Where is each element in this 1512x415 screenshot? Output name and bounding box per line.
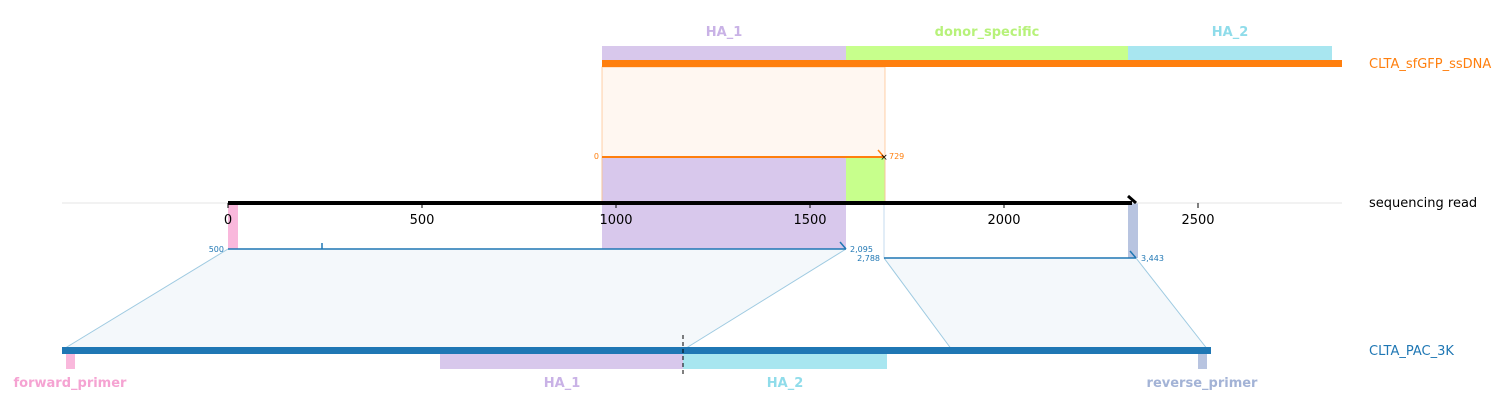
reference-feature-label-ha2: HA_2 — [767, 376, 804, 391]
reference-track-label: CLTA_PAC_3K — [1369, 344, 1454, 359]
reference-alignment-start-label: 2,788 — [857, 254, 880, 263]
reference-feature-label-forward-primer: forward_primer — [14, 376, 128, 391]
reference-alignment-2: 2,788 3,443 — [857, 250, 1164, 263]
donor-alignment-start-label: 0 — [594, 152, 599, 161]
reverse-primer-projection — [1128, 203, 1138, 258]
reference-alignment-end-label: 2,095 — [850, 245, 873, 254]
reference-alignment-end-label: 3,443 — [1141, 254, 1164, 263]
donor-alignment-end-marker: × — [880, 153, 888, 163]
reference-feature-label-ha1: HA_1 — [544, 376, 581, 391]
donor-feature-label-ha2: HA_2 — [1212, 25, 1249, 40]
forward-primer-projection — [228, 203, 238, 249]
projection-edge — [1135, 257, 1209, 351]
reference-alignment-projection-1 — [62, 249, 846, 350]
axis-tick-label: 1500 — [793, 213, 826, 228]
donor-feature-label-ha1: HA_1 — [706, 25, 743, 40]
axis-tick-label: 500 — [410, 213, 435, 228]
axis-tick-label: 0 — [224, 213, 232, 228]
reference-alignment-arrowhead — [839, 241, 847, 250]
reference-alignment-arrowhead — [1129, 250, 1137, 259]
donor-specific-projection — [846, 157, 885, 203]
projection-edge — [61, 248, 229, 351]
axis-tick-label: 2000 — [987, 213, 1020, 228]
reference-feature-ha1 — [440, 354, 683, 369]
axis-tick-label: 2500 — [1181, 213, 1214, 228]
donor-alignment-end-label: 729 — [889, 152, 904, 161]
donor-track: HA_1 donor_specific HA_2 CLTA_sfGFP_ssDN… — [602, 25, 1491, 72]
reference-alignment-1: 500 2,095 — [209, 241, 873, 254]
reference-feature-ha2 — [683, 354, 887, 369]
read-track: 0 500 1000 1500 2000 2500 sequencing rea… — [224, 194, 1477, 228]
donor-track-label: CLTA_sfGFP_ssDNA — [1369, 57, 1491, 72]
reference-feature-reverse-primer — [1198, 354, 1207, 369]
donor-ha1-projection — [602, 157, 846, 203]
donor-feature-label-donor-specific: donor_specific — [935, 25, 1040, 40]
reference-track: forward_primer HA_1 HA_2 reverse_primer … — [14, 335, 1454, 391]
donor-track-line — [602, 60, 1342, 67]
donor-feature-ha2 — [1128, 46, 1332, 61]
projection-edge — [682, 248, 847, 351]
read-arrowhead — [1127, 194, 1137, 205]
reference-ha1-projection — [602, 203, 846, 249]
donor-alignment: × 0 729 — [594, 149, 904, 163]
reference-track-line — [62, 347, 1211, 354]
donor-alignment-arrowhead — [877, 149, 885, 158]
reference-feature-forward-primer — [66, 354, 75, 369]
read-axis-ticks: 0 500 1000 1500 2000 2500 — [224, 203, 1215, 228]
projection-edge — [883, 257, 953, 351]
donor-alignment-projection — [601, 66, 886, 158]
reference-alignment-projection-2 — [884, 258, 1208, 350]
axis-tick-label: 1000 — [599, 213, 632, 228]
read-track-label: sequencing read — [1369, 196, 1477, 211]
reference-alignment-start-label: 500 — [209, 245, 224, 254]
reference-feature-label-reverse-primer: reverse_primer — [1147, 376, 1259, 391]
donor-feature-ha1 — [602, 46, 846, 61]
donor-feature-donor-specific — [846, 46, 1128, 61]
